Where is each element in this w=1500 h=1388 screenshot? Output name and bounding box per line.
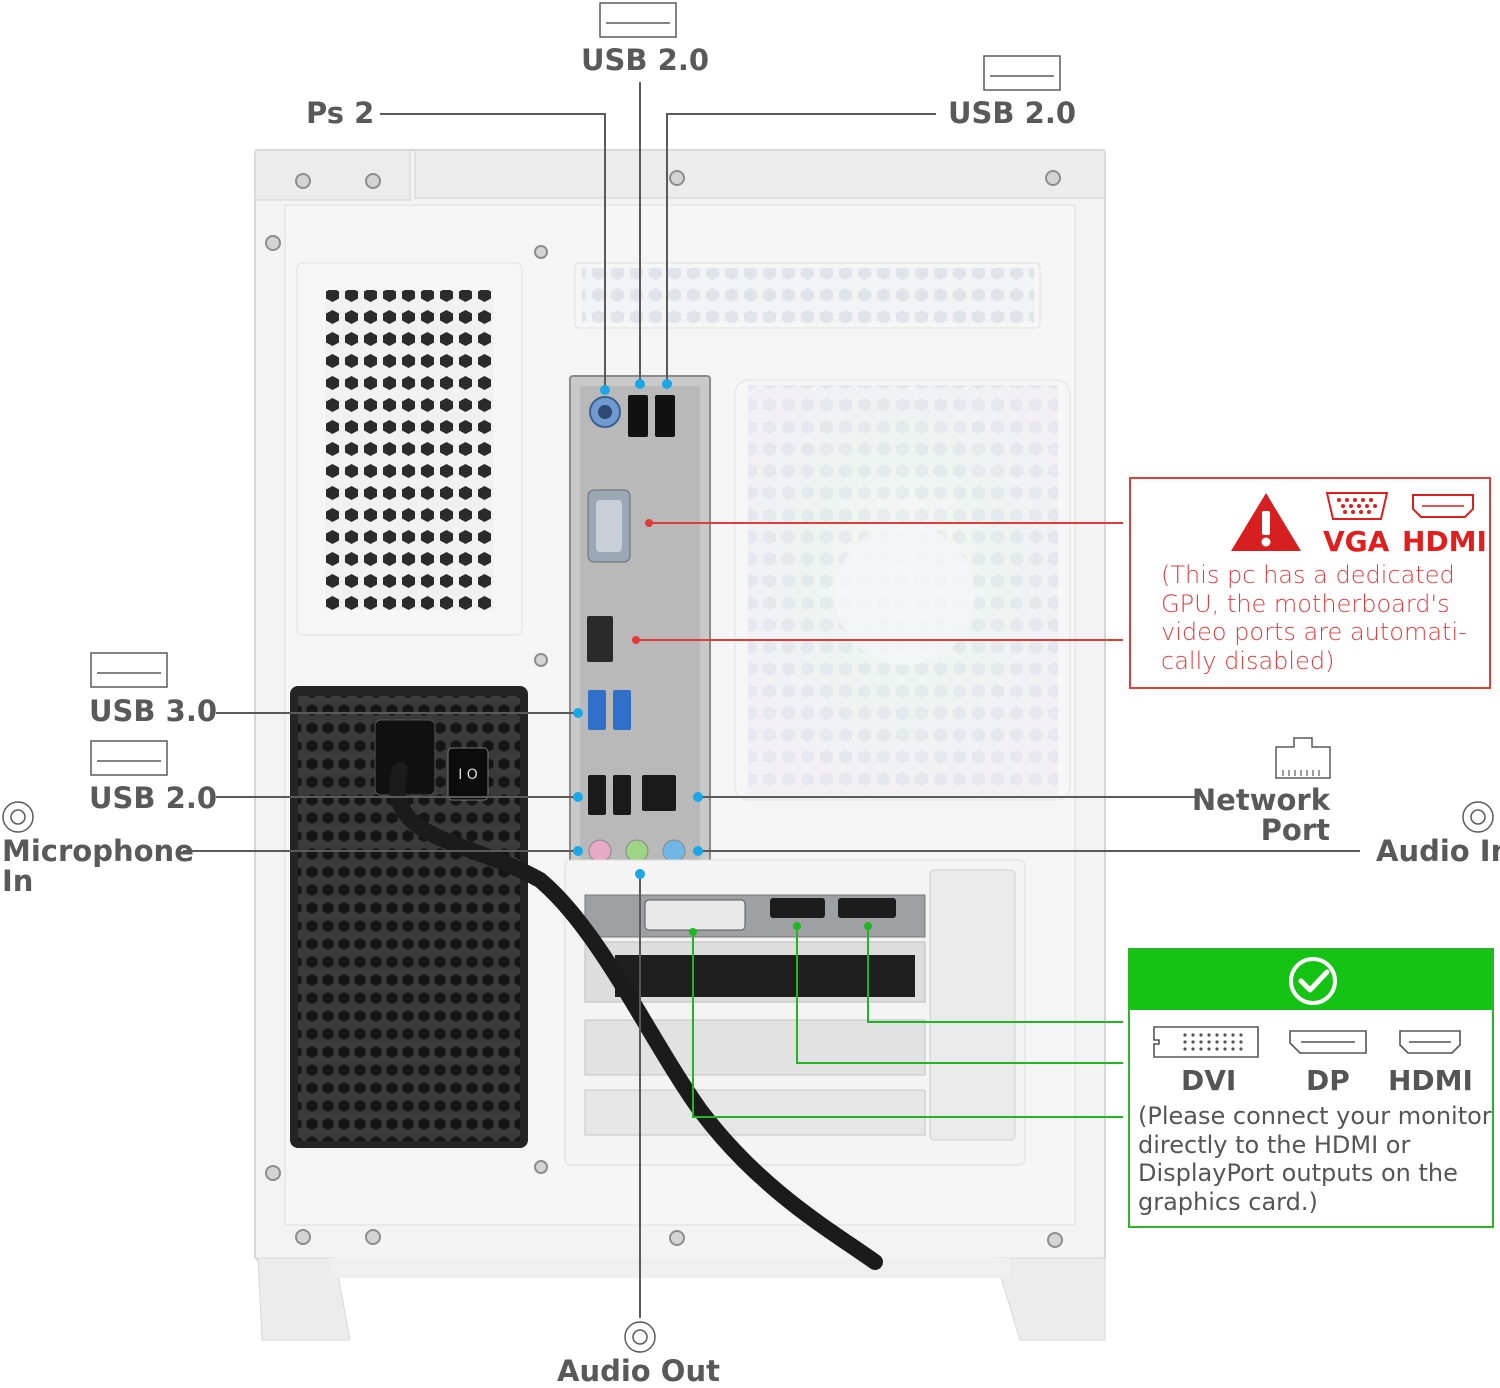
hdmi-port-icon	[1412, 494, 1474, 518]
gpu-hdmi-dot	[864, 922, 872, 930]
red-vga-label: VGA	[1323, 525, 1390, 558]
label-usb20-top-right: USB 2.0	[948, 96, 1077, 130]
mobo-hdmi-port-dot	[632, 636, 640, 644]
displayport-icon	[1289, 1030, 1367, 1054]
ethernet-port-icon	[1275, 737, 1331, 779]
label-microphone-in-line2: In	[2, 864, 34, 898]
rear-fan	[734, 379, 1071, 801]
usb-port-icon	[599, 2, 677, 38]
gpu-hdmi-label: HDMI	[1388, 1064, 1473, 1097]
label-audio-in: Audio In	[1376, 834, 1500, 868]
port-dots	[573, 379, 703, 879]
vga-port-dot	[645, 519, 653, 527]
usb-port-icon	[90, 652, 168, 688]
gpu-outputs-panel-header	[1130, 950, 1492, 1010]
label-network-port: Network Port	[1190, 785, 1330, 845]
power-cable	[389, 762, 883, 1270]
warning-icon	[1231, 493, 1301, 551]
gpu-dvi-label: DVI	[1181, 1064, 1237, 1097]
audio-jack-icon	[624, 1321, 656, 1353]
green-leader-lines	[692, 926, 1123, 1118]
label-network-port-line2: Port	[1260, 813, 1330, 847]
label-audio-out: Audio Out	[557, 1354, 720, 1388]
label-ps2: Ps 2	[306, 96, 375, 130]
case-screws	[265, 170, 1063, 1248]
gpu-dp-label: DP	[1306, 1064, 1350, 1097]
usb-port-icon	[983, 55, 1061, 91]
gpu-dvi-dot	[689, 928, 697, 936]
usb-port-icon	[90, 740, 168, 776]
disabled-ports-note: (This pc has a dedicated GPU, the mother…	[1161, 561, 1467, 675]
dvi-port-icon	[1153, 1026, 1259, 1058]
hdmi-port-icon	[1399, 1030, 1461, 1054]
gpu-dp-dot	[793, 922, 801, 930]
power-supply: I O	[290, 686, 528, 1148]
audio-jack-icon	[1462, 801, 1494, 833]
top-fan-vent	[296, 262, 523, 636]
io-shield	[569, 375, 711, 877]
label-usb30: USB 3.0	[89, 694, 218, 728]
label-usb20-left: USB 2.0	[89, 781, 218, 815]
label-microphone-in: Microphone In	[2, 836, 194, 896]
red-hdmi-label: HDMI	[1402, 525, 1487, 558]
svg-text:I O: I O	[458, 767, 478, 783]
leader-lines	[183, 82, 1360, 1318]
label-microphone-in-line1: Microphone	[2, 834, 194, 868]
red-leader-lines	[636, 522, 1123, 641]
vga-port-icon	[1325, 492, 1389, 520]
gpu-outputs-note: (Please connect your monitor directly to…	[1138, 1102, 1492, 1216]
gpu-outputs-panel: DVI DP HDMI (Please connect your monitor…	[1128, 948, 1494, 1228]
disabled-ports-panel: VGA HDMI (This pc has a dedicated GPU, t…	[1129, 477, 1491, 689]
checkmark-icon	[1289, 957, 1337, 1005]
audio-jack-icon	[2, 801, 34, 833]
label-usb20-top-center: USB 2.0	[581, 43, 710, 77]
label-network-port-line1: Network	[1191, 783, 1330, 817]
upper-vent-strip	[574, 262, 1041, 329]
